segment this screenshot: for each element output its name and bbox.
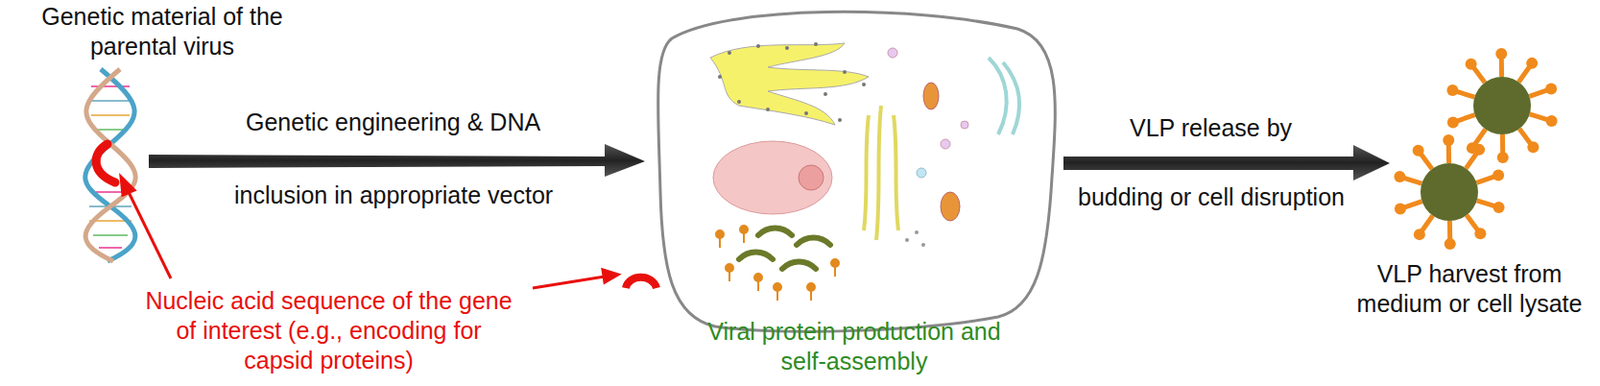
text-label: budding or cell disruption <box>1077 182 1345 213</box>
virus-like-particle <box>1393 47 1557 250</box>
text-label: Nucleic acid sequence of the gene of int… <box>139 286 519 376</box>
text-label: Genetic material of the parental virus <box>3 1 321 62</box>
text-label: Genetic engineering & DNA <box>245 107 541 138</box>
gene-fragment <box>625 277 657 288</box>
text-label: VLP harvest from medium or cell lysate <box>1343 259 1596 319</box>
dna-helix <box>85 69 137 262</box>
text-label: VLP release by <box>1129 113 1292 144</box>
host-cell <box>658 11 1056 332</box>
text-label: inclusion in appropriate vector <box>234 180 553 211</box>
pointer-arrow <box>120 176 619 288</box>
text-label: Viral protein production and self-assemb… <box>700 316 1008 377</box>
